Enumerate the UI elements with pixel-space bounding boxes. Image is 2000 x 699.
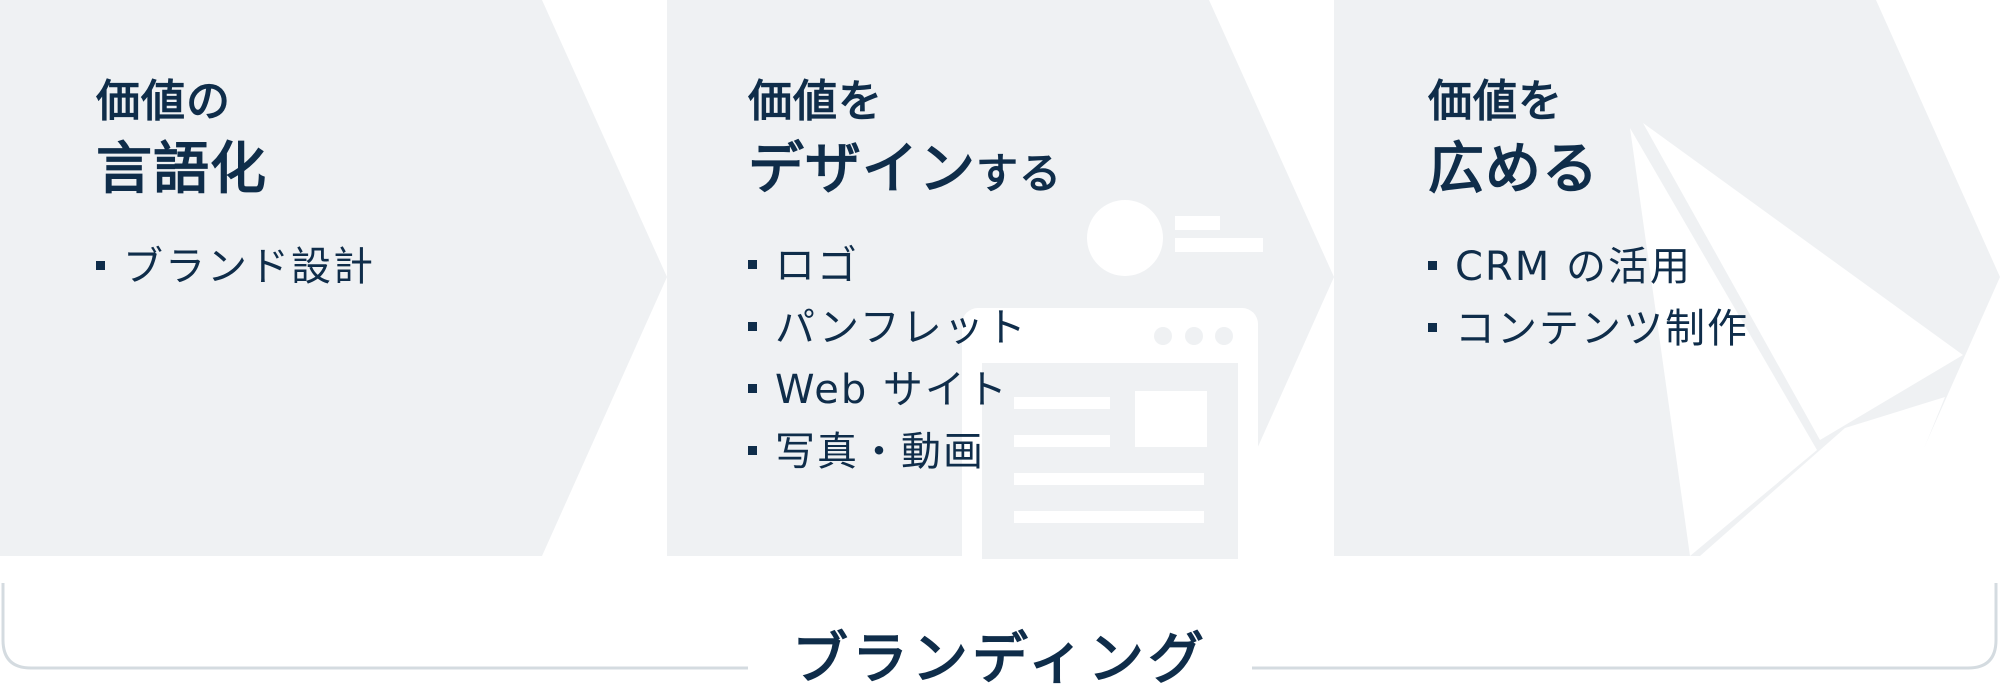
step-3-item: コンテンツ制作 [1428, 309, 1749, 349]
step-2-title-line-1: 価値を [748, 76, 883, 127]
step-2-item: ロゴ [748, 246, 859, 286]
bullet-marker [748, 259, 757, 269]
bullet-marker [748, 383, 757, 393]
paper-plane-icon [1630, 123, 1963, 556]
footer-title: ブランディング [791, 627, 1209, 692]
step-1-item: ブランド設計 [96, 247, 375, 287]
bullet-marker [96, 260, 105, 270]
step-2-item-label: パンフレット [775, 305, 1028, 351]
step-3-title-line-2: 広める [1428, 137, 1599, 202]
step-3-item: CRM の活用 [1428, 247, 1692, 287]
step-3-item-label: コンテンツ制作 [1455, 306, 1749, 352]
step-1-title-line-1: 価値の [96, 76, 231, 127]
step-2-item: Web サイト [748, 370, 1009, 410]
step-2-title-tail: する [976, 149, 1063, 198]
step-2-title-line-2: デザインする [748, 142, 1062, 198]
step-1-arrow-panel [0, 0, 667, 556]
step-2-item-label: ロゴ [775, 243, 859, 289]
step-2-title-main: デザイン [748, 137, 976, 202]
step-3-title-line-1: 価値を [1428, 76, 1563, 127]
footer-title-backdrop [748, 650, 1252, 699]
step-2-item: パンフレット [748, 308, 1028, 348]
step-1-item-label: ブランド設計 [123, 244, 375, 290]
step-2-item-label: 写真・動画 [775, 429, 985, 475]
step-3-item-label: CRM の活用 [1455, 244, 1692, 290]
bullet-marker [1428, 322, 1437, 332]
step-2-item-label: Web サイト [775, 367, 1009, 413]
browser-layout-detail [982, 327, 1238, 559]
bullet-marker [748, 445, 757, 455]
bullet-marker [1428, 260, 1437, 270]
step-1-title-line-2: 言語化 [96, 137, 267, 202]
bullet-marker [748, 321, 757, 331]
step-2-item: 写真・動画 [748, 432, 985, 472]
